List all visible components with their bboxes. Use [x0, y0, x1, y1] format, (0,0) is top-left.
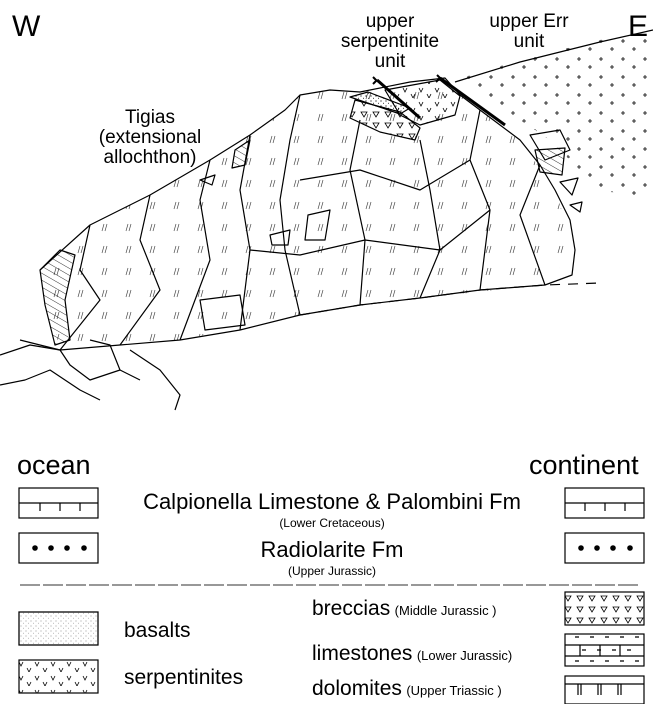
- breccias-age: (Middle Jurassic ): [395, 603, 497, 618]
- unit-label-line: upper Err: [474, 12, 584, 32]
- dolomites-entry: dolomites (Upper Triassic ): [312, 678, 502, 699]
- limestones-entry: limestones (Lower Jurassic): [312, 643, 512, 664]
- breccias-name: breccias: [312, 597, 390, 620]
- swatch-limestones: [565, 634, 644, 666]
- radiolarite-name: Radiolarite Fm: [107, 539, 557, 561]
- unit-label-line: serpentinite: [340, 32, 440, 52]
- west-label: W: [12, 12, 40, 42]
- unit-label-line: Tigias: [95, 108, 205, 128]
- swatch-radiolarite-ocean: [19, 533, 98, 563]
- swatch-breccias: [565, 592, 644, 625]
- ocean-label: ocean: [17, 452, 91, 479]
- swatch-calpionella-continent: [565, 488, 644, 518]
- serpentinites-label: serpentinites: [124, 667, 243, 688]
- dolomites-name: dolomites: [312, 677, 402, 700]
- upper-serpentinite-unit-label: upper serpentinite unit: [340, 12, 440, 72]
- radiolarite-age: (Upper Jurassic): [107, 565, 557, 577]
- continent-label: continent: [529, 452, 639, 479]
- basalts-label: basalts: [124, 620, 191, 641]
- swatch-calpionella-ocean: [19, 488, 98, 518]
- limestones-age: (Lower Jurassic): [417, 648, 512, 663]
- swatch-dolomites: [565, 676, 644, 704]
- tigias-unit-label: Tigias (extensional allochthon): [95, 108, 205, 168]
- calpionella-age: (Lower Cretaceous): [107, 517, 557, 529]
- calpionella-name: Calpionella Limestone & Palombini Fm: [107, 491, 557, 513]
- swatch-radiolarite-continent: [565, 533, 644, 563]
- unit-label-line: unit: [474, 32, 584, 52]
- unit-label-line: allochthon): [95, 148, 205, 168]
- breccias-entry: breccias (Middle Jurassic ): [312, 598, 497, 619]
- swatch-serpentinites: [19, 660, 98, 693]
- swatch-basalts: [19, 612, 98, 645]
- unit-label-line: unit: [340, 52, 440, 72]
- dolomites-age: (Upper Triassic ): [406, 683, 501, 698]
- limestones-name: limestones: [312, 642, 412, 665]
- upper-err-unit-label: upper Err unit: [474, 12, 584, 52]
- unit-label-line: upper: [340, 12, 440, 32]
- east-label: E: [628, 12, 648, 42]
- unit-label-line: (extensional: [95, 128, 205, 148]
